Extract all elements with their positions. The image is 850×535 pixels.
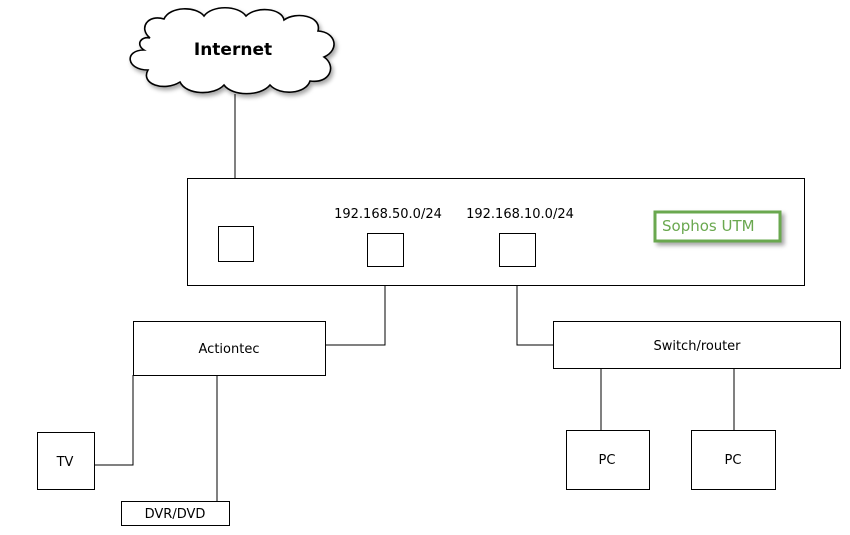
tv-label: TV	[56, 455, 74, 470]
subnet-label-10: 192.168.10.0/24	[466, 207, 574, 222]
wan-port	[218, 226, 254, 262]
pc-label-1: PC	[599, 453, 616, 468]
actiontec-uplink-line	[325, 266, 386, 346]
actiontec-box	[133, 321, 326, 376]
actiontec-label: Actiontec	[199, 342, 260, 357]
dvr-dvd-device: DVR/DVD	[121, 501, 230, 526]
pc-device-1: PC	[566, 430, 650, 490]
sophos-utm-frame	[653, 210, 782, 243]
lan-port-10	[499, 233, 536, 267]
internet-cloud: Internet	[129, 6, 335, 95]
tv-link-line	[95, 375, 134, 466]
dvr-dvd-label: DVR/DVD	[145, 507, 206, 522]
switch-router-box	[553, 321, 841, 369]
switch-router-device: Switch/router	[553, 321, 841, 369]
pc-box-1	[566, 430, 650, 490]
tv-device: TV	[37, 432, 95, 490]
subnet-label-50: 192.168.50.0/24	[334, 207, 442, 222]
pc-device-2: PC	[691, 430, 776, 490]
switch-router-label: Switch/router	[653, 339, 741, 354]
cloud-icon	[129, 6, 335, 95]
lan-port-50	[367, 233, 404, 267]
internet-label: Internet	[194, 40, 272, 60]
switch-uplink-line	[516, 266, 553, 346]
firewall-appliance: 192.168.50.0/24 192.168.10.0/24 Sophos U…	[187, 178, 805, 286]
actiontec-device: Actiontec	[133, 321, 326, 376]
connector-lines	[95, 94, 735, 501]
sophos-utm-label: Sophos UTM	[662, 217, 755, 235]
pc-box-2	[691, 430, 776, 490]
dvr-dvd-box	[121, 501, 230, 526]
pc-label-2: PC	[725, 453, 742, 468]
tv-box	[37, 432, 95, 490]
sophos-utm-badge: Sophos UTM	[653, 210, 782, 243]
